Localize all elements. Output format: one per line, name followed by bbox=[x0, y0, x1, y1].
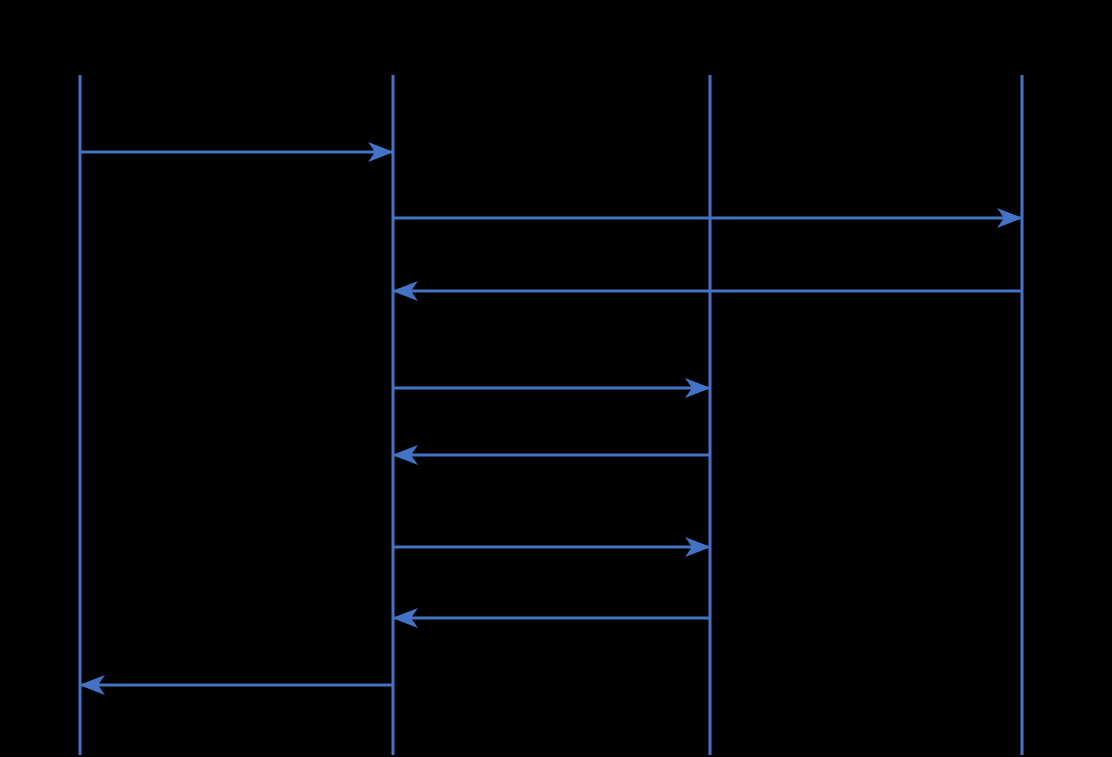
diagram-background bbox=[0, 0, 1112, 757]
sequence-diagram-canvas bbox=[0, 0, 1112, 757]
sequence-diagram-screen bbox=[0, 0, 1112, 757]
